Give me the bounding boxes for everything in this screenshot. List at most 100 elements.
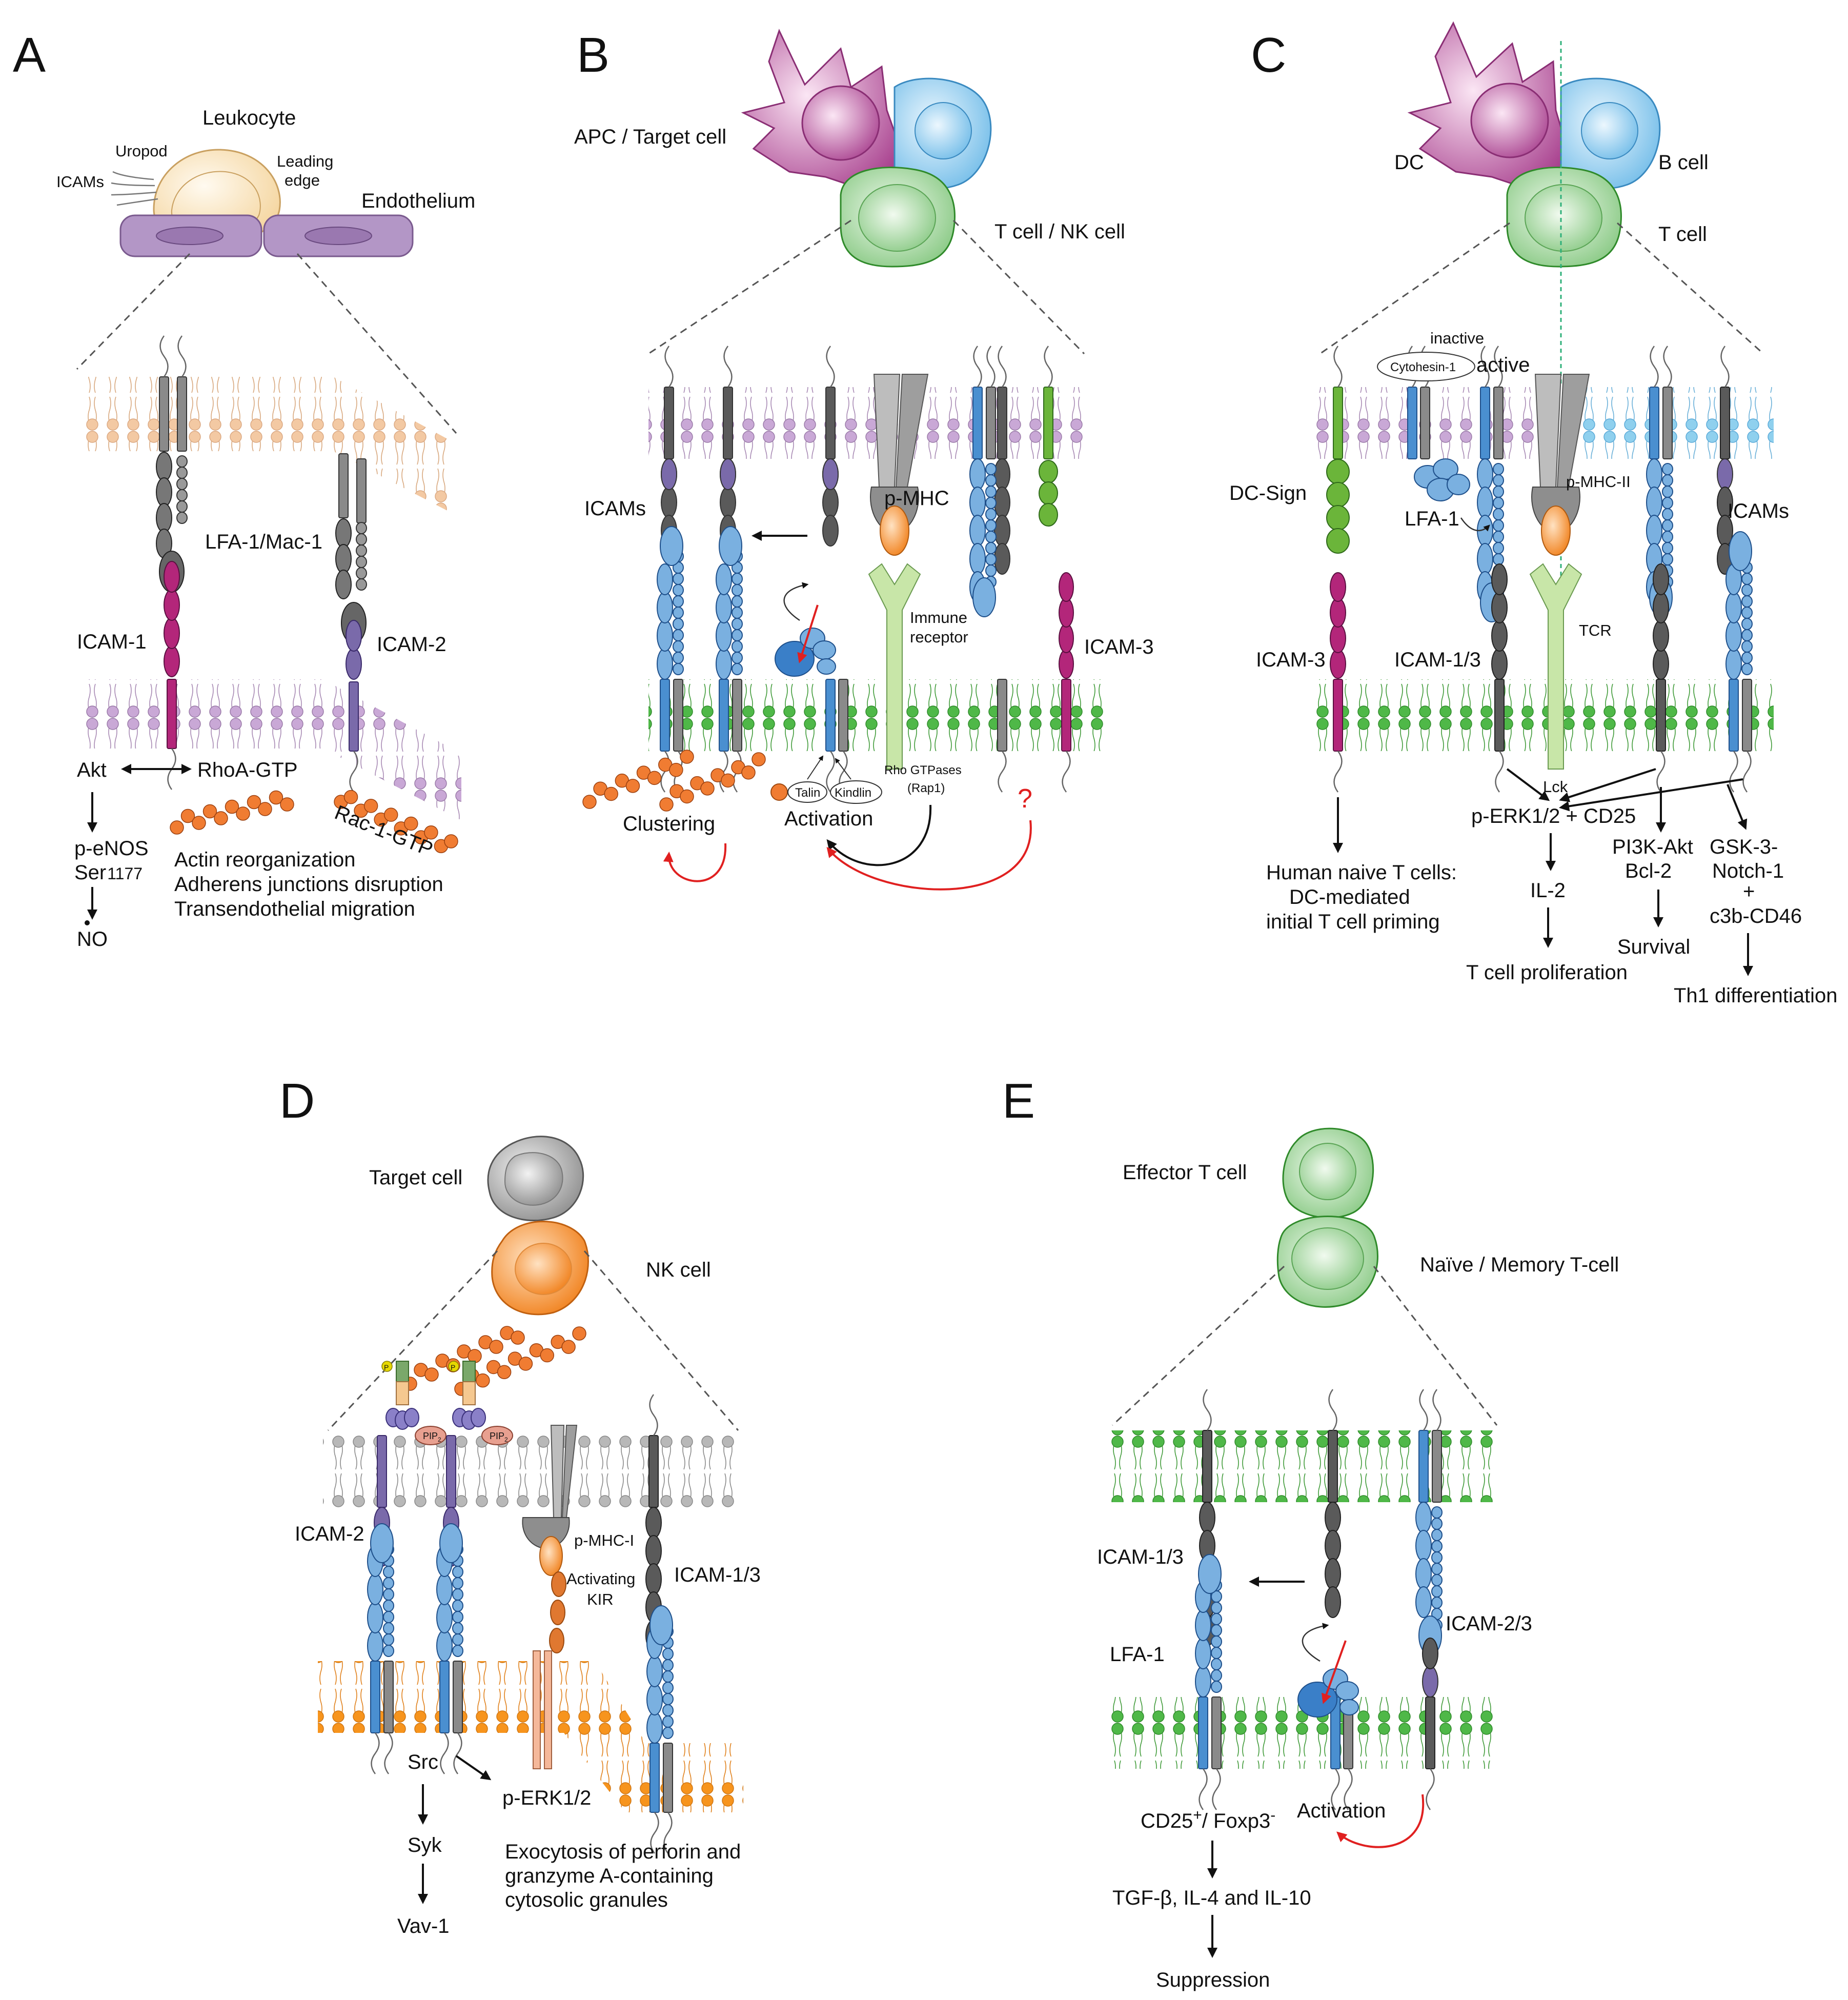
panel-b-molecules — [657, 346, 1074, 793]
endothelium-label: Endothelium — [361, 190, 475, 212]
active-integrin — [775, 628, 836, 677]
perk-label: p-ERK1/2 — [502, 1787, 591, 1809]
p-mhc-i-label: p-MHC-I — [574, 1531, 634, 1549]
rho-label-2: (Rap1) — [907, 781, 945, 795]
p-mhc-ii-label: p-MHC-II — [1566, 473, 1631, 491]
dc-membrane — [1310, 387, 1561, 459]
zoom-line-right — [952, 219, 1085, 355]
clustering-feedback-arrow — [663, 843, 727, 882]
icam-1-3-label: ICAM-1/3 — [674, 1564, 761, 1586]
cd25-text: CD25 — [1141, 1810, 1193, 1832]
src-to-perk-arrow — [455, 1755, 492, 1781]
uropod-label: Uropod — [115, 142, 168, 160]
il-2-label: IL-2 — [1530, 879, 1566, 902]
immune-label-2: receptor — [910, 628, 968, 646]
nk-membrane — [318, 1661, 743, 1812]
rhoa-label: RhoA-GTP — [197, 759, 298, 781]
conformation-arrow — [783, 582, 809, 621]
nk-cell-label: NK cell — [646, 1259, 711, 1281]
icam-to-perk-arrow — [1506, 768, 1550, 801]
bcl2-label: Bcl-2 — [1625, 860, 1672, 882]
immune-label-1: Immune — [910, 609, 967, 627]
suppression-label: Suppression — [1156, 1969, 1270, 1991]
kindlin-label: Kindlin — [835, 786, 871, 800]
activation-red-arrow — [797, 604, 819, 663]
active-label: active — [1476, 354, 1530, 376]
human-naive-label-3: initial T cell priming — [1266, 911, 1440, 933]
icams-label: ICAMs — [1728, 500, 1789, 522]
dc-sign-label: DC-Sign — [1229, 482, 1307, 504]
target-cell-nucleus — [504, 1152, 563, 1206]
zoom-line-left — [1319, 222, 1510, 355]
proliferation-label: T cell proliferation — [1466, 961, 1628, 984]
target-membrane — [323, 1436, 741, 1507]
p-mhc-complex — [870, 374, 929, 556]
icam-2-label: ICAM-2 — [295, 1523, 364, 1545]
kir-label-2: KIR — [587, 1590, 614, 1608]
foxp3-superscript: - — [1270, 1807, 1275, 1824]
svg-text:P: P — [384, 1363, 389, 1371]
no-radical-dot — [85, 920, 90, 925]
exocytosis-label-3: cytosolic granules — [505, 1889, 668, 1911]
actin-label: Actin reorganization — [174, 849, 356, 871]
gsk-label: GSK-3- — [1710, 836, 1778, 858]
lfa-1-label: LFA-1 — [1405, 508, 1459, 530]
ser-number: 1177 — [107, 864, 143, 883]
rho-label-1: Rho GTPases — [884, 763, 962, 777]
leading-edge-label-2: edge — [285, 171, 320, 189]
actin-filaments — [403, 1326, 586, 1396]
pi3k-label: PI3K-Akt — [1612, 836, 1693, 858]
apc-target-cell — [741, 28, 903, 193]
panel-e: E Effector T cell Naïve / Memory T-cell … — [1002, 1074, 1619, 1991]
icam3-to-activation-arrow — [826, 820, 1032, 891]
b-cell-label: B cell — [1658, 151, 1709, 174]
lfa-1-integrin-2 — [335, 453, 367, 644]
talin-arrow — [807, 755, 824, 780]
active-lfa-1 — [1297, 1668, 1359, 1718]
icam-2-3-label: ICAM-2/3 — [1446, 1612, 1532, 1635]
panel-b: B APC / Target cell T cell / NK cell p-M… — [574, 28, 1154, 891]
inactive-lfa-1 — [1414, 458, 1470, 501]
apc-label: APC / Target cell — [574, 126, 726, 148]
kindlin-arrow — [835, 758, 851, 780]
talin-ball — [770, 783, 788, 801]
panel-c: C DC B cell T cell inactive Cytohesin-1 … — [1229, 21, 1837, 1007]
zoom-line-left — [327, 1250, 498, 1431]
migration-label: Transendothelial migration — [174, 898, 415, 920]
cytohesin-oval — [1377, 352, 1475, 381]
lfa-to-perk-arrow — [1559, 768, 1656, 802]
syk-label: Syk — [408, 1834, 442, 1856]
lfa-mac-label: LFA-1/Mac-1 — [205, 531, 322, 553]
dendritic-cell — [1407, 21, 1570, 193]
effector-nucleus — [1299, 1143, 1356, 1200]
activation-label: Activation — [784, 807, 873, 830]
immune-receptor — [868, 563, 921, 770]
exocytosis-label-2: granzyme A-containing — [505, 1865, 714, 1887]
svg-text:P: P — [451, 1363, 455, 1371]
panel-c-molecules — [1326, 346, 1753, 793]
zoom-line-right — [1373, 1266, 1498, 1426]
survival-label: Survival — [1617, 936, 1690, 958]
lck-label: Lck — [1543, 778, 1568, 796]
cd25-foxp3-label: CD25+/ Foxp3- — [1141, 1807, 1275, 1832]
inactive-label: inactive — [1430, 329, 1484, 347]
activation-red-arrow — [1321, 1640, 1347, 1704]
icams-label: ICAMs — [56, 173, 104, 191]
conformation-arrow — [1302, 1623, 1329, 1662]
zoom-line-right — [583, 1250, 739, 1431]
human-naive-label-1: Human naive T cells: — [1266, 861, 1457, 884]
perk-cd25-label: p-ERK1/2 + CD25 — [1471, 805, 1636, 827]
talin-label: Talin — [795, 786, 820, 800]
p-mhc-i-complex — [522, 1425, 578, 1576]
actin-filament-2 — [334, 790, 458, 854]
zoom-line-right — [1616, 222, 1764, 355]
foxp3-text: / Foxp3 — [1202, 1810, 1270, 1832]
ser-text: Ser — [74, 861, 106, 884]
b-cell — [1560, 77, 1661, 190]
t-cell-membrane — [1310, 679, 1774, 751]
icam-3-label: ICAM-3 — [1256, 649, 1326, 671]
kindlin-oval — [830, 780, 882, 804]
